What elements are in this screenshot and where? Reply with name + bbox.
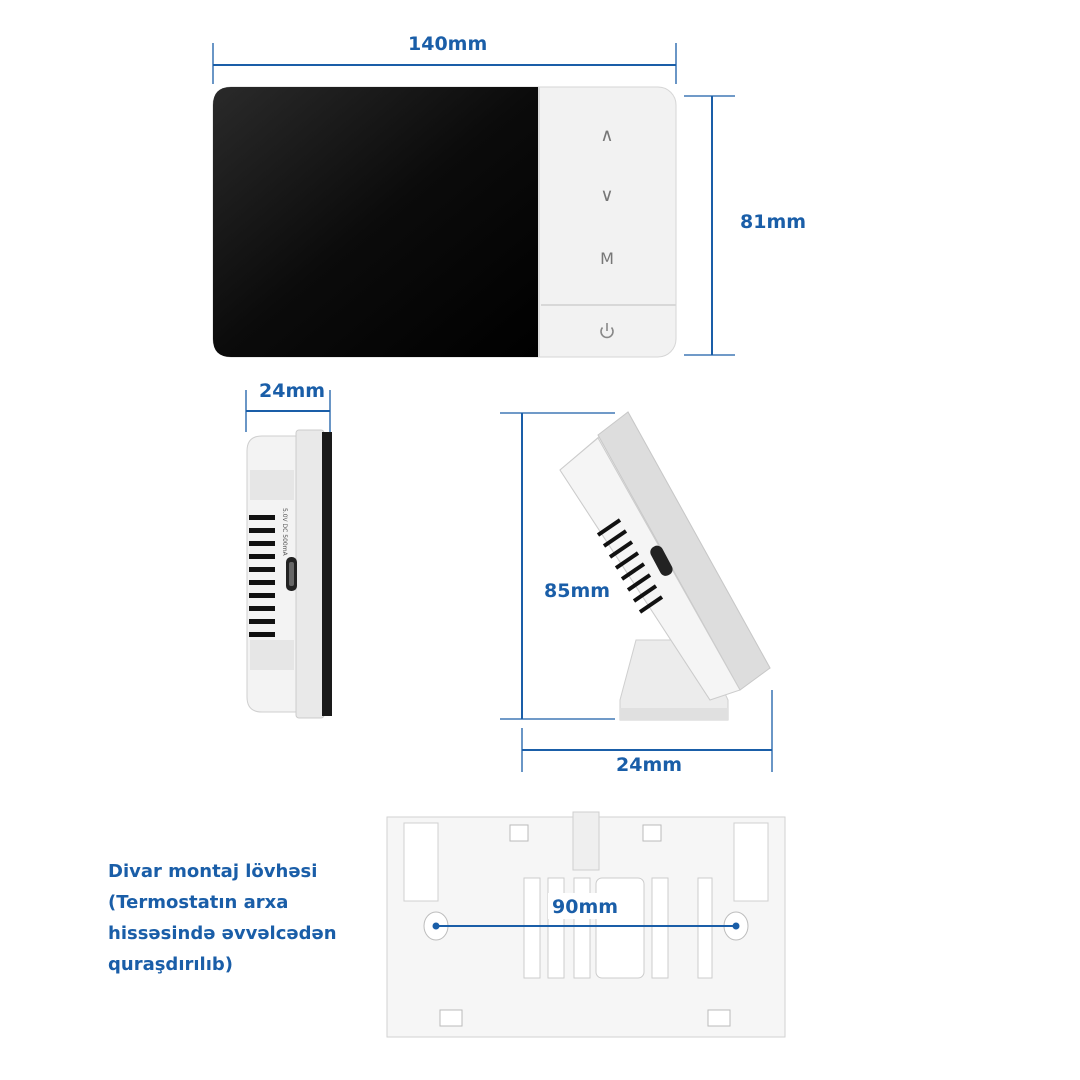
caption-line: hissəsində əvvəlcədən — [108, 923, 337, 944]
mounting-plate-caption: Divar montaj lövhəsi (Termostatın arxa h… — [108, 856, 368, 980]
thermostat-screen — [213, 87, 539, 357]
stand-depth-label: 24mm — [616, 754, 683, 776]
width-label: 140mm — [408, 33, 488, 55]
hole-spacing-label: 90mm — [552, 896, 619, 918]
side-view: 5.0V DC 500mA — [246, 429, 332, 719]
front-view: ∧ ∨ M — [212, 86, 677, 358]
height-dimension-line — [684, 95, 735, 356]
stand-depth-dimension-line — [521, 690, 773, 772]
usb-c-port-stand — [650, 545, 673, 576]
width-dimension-line — [212, 43, 677, 84]
depth-label: 24mm — [259, 380, 326, 402]
stand-height-label: 85mm — [544, 580, 611, 602]
power-icon[interactable] — [600, 323, 614, 339]
depth-dimension-line — [245, 390, 331, 432]
stand-view — [559, 411, 771, 721]
down-button[interactable]: ∨ — [600, 185, 613, 206]
height-label: 81mm — [740, 211, 807, 233]
caption-line: quraşdırılıb) — [108, 954, 233, 975]
stand-height-dimension-line — [500, 412, 615, 720]
up-button[interactable]: ∧ — [600, 125, 613, 146]
caption-line: Divar montaj lövhəsi — [108, 861, 318, 882]
mode-button[interactable]: M — [600, 249, 614, 268]
port-label: 5.0V DC 500mA — [281, 508, 288, 557]
wall-mounting-plate — [386, 811, 786, 1038]
caption-line: (Termostatın arxa — [108, 892, 289, 913]
